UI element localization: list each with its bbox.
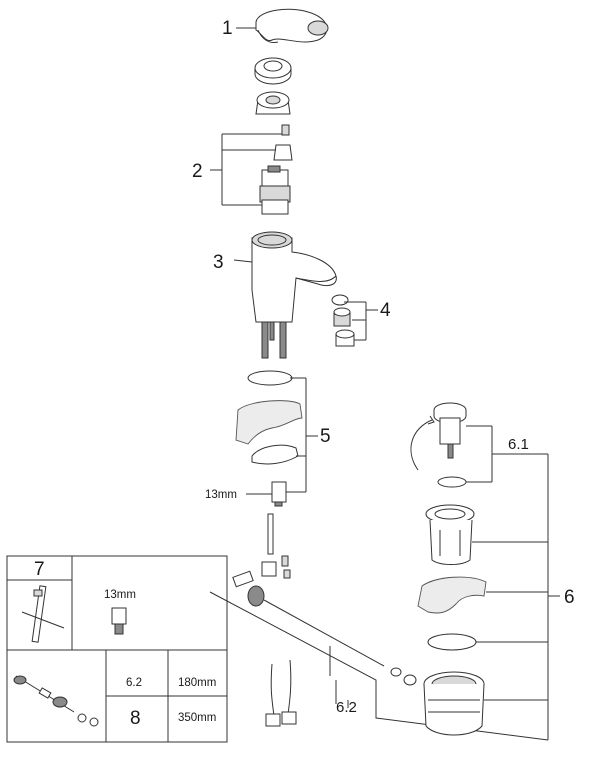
callout-2: 2 bbox=[192, 161, 203, 182]
rod-kit bbox=[13, 675, 99, 727]
pull-rod-clip bbox=[232, 570, 254, 588]
callout-3: 3 bbox=[213, 252, 224, 273]
bonnet-nut bbox=[255, 91, 291, 115]
tool-wrench-size: 13mm bbox=[104, 589, 136, 601]
u-washer bbox=[251, 444, 299, 465]
threaded-rod bbox=[267, 513, 274, 555]
callout-7: 7 bbox=[34, 559, 45, 580]
faucet-body bbox=[251, 231, 337, 359]
callout-6-1: 6.1 bbox=[508, 436, 529, 453]
flex-hoses bbox=[265, 659, 297, 727]
spring-clip bbox=[247, 585, 265, 607]
handle-lever bbox=[255, 8, 329, 43]
rod-clamp bbox=[261, 555, 291, 579]
waste-body bbox=[423, 671, 485, 736]
callout-5: 5 bbox=[320, 426, 331, 447]
nut-size-label: 13mm bbox=[205, 489, 237, 501]
cartridge bbox=[259, 165, 291, 215]
waste-seal-ring bbox=[427, 633, 477, 651]
accessories-inset bbox=[6, 555, 228, 743]
plug-washer bbox=[437, 476, 467, 488]
aerator-washer bbox=[331, 294, 349, 306]
waste-gasket-ghost bbox=[417, 576, 487, 614]
aerator-housing bbox=[335, 329, 355, 347]
callout-6-2-rod: 6.2 bbox=[336, 699, 357, 716]
option-8-length: 350mm bbox=[178, 712, 216, 724]
gasket-ghost bbox=[235, 400, 303, 445]
fixing-nut bbox=[271, 481, 287, 507]
option-6-2-length: 180mm bbox=[178, 677, 216, 689]
waste-flange bbox=[425, 504, 475, 565]
callout-1: 1 bbox=[222, 18, 233, 39]
rod-nut-2 bbox=[403, 674, 417, 686]
adapter bbox=[273, 144, 293, 161]
screw bbox=[281, 124, 290, 136]
aerator-insert bbox=[333, 307, 351, 327]
callout-6: 6 bbox=[564, 587, 575, 608]
o-ring bbox=[247, 370, 293, 386]
pop-up-plug bbox=[410, 402, 467, 471]
callout-4: 4 bbox=[380, 300, 391, 321]
option-6-2-label: 6.2 bbox=[126, 677, 142, 689]
key-tool bbox=[21, 585, 65, 643]
cap-ring bbox=[254, 57, 292, 85]
rod-nut-1 bbox=[390, 667, 402, 677]
option-8-label: 8 bbox=[130, 708, 141, 729]
wrench-nut bbox=[111, 607, 127, 635]
